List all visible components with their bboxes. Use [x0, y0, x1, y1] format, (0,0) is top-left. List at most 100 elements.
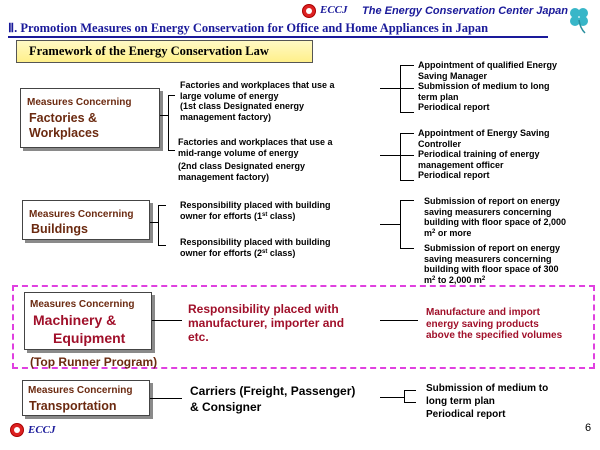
factories-result-1-tick-bottom: [400, 112, 414, 113]
transportation-label-big: Transportation: [29, 399, 117, 413]
header-logo-text: ECCJ: [320, 4, 348, 16]
transportation-result-bracket: [404, 390, 405, 402]
factories-item-2-line3: (2nd class Designated energy: [178, 161, 306, 171]
factories-result-2-tick-bottom: [400, 180, 414, 181]
factories-bracket-bottom: [168, 150, 175, 151]
transportation-result-line3: Periodical report: [426, 409, 506, 420]
buildings-result-1: Submission of report on energy saving me…: [424, 196, 566, 238]
machinery-item: Responsibility placed with manufacturer,…: [188, 302, 344, 344]
transportation-result-line1: Submission of medium to: [426, 383, 549, 394]
factories-category-box: Measures Concerning Factories & Workplac…: [20, 88, 160, 148]
factories-result-2: Appointment of Energy Saving Controller …: [418, 128, 550, 181]
top-runner-highlight-frame: [12, 285, 595, 369]
buildings-result-2-line2: saving measurers concerning: [424, 253, 552, 264]
factories-connector: [160, 115, 168, 116]
machinery-item-line3: etc.: [188, 330, 209, 344]
buildings-result-2-sup2: 2: [481, 275, 486, 282]
machinery-item-line1: Responsibility placed with: [188, 302, 339, 316]
organization-name: The Energy Conservation Center Japan: [362, 5, 568, 17]
buildings-result-1-line4-post: or more: [435, 227, 472, 238]
factories-result-2-tick-top: [400, 133, 414, 134]
buildings-result-tick-bottom: [400, 248, 414, 249]
clover-icon: [570, 8, 588, 34]
machinery-result-line1: Manufacture and import: [426, 307, 540, 318]
factories-bracket-top: [168, 95, 175, 96]
buildings-item-2: Responsibility placed with building owne…: [180, 237, 331, 258]
buildings-item-2-line1: Responsibility placed with building: [180, 237, 331, 247]
buildings-item-2-line2: owner for efforts (2st class): [180, 248, 331, 259]
buildings-result-1-line4-pre: m: [424, 227, 433, 238]
machinery-category-box: Measures Concerning Machinery & Equipmen…: [24, 292, 152, 350]
buildings-result-tick-top: [400, 200, 414, 201]
factories-item-1-line1: Factories and workplaces that use a: [180, 80, 335, 90]
framework-banner: Framework of the Energy Conservation Law: [16, 40, 313, 63]
buildings-connector: [150, 222, 158, 223]
machinery-label-line1: Machinery &: [33, 312, 117, 328]
factories-item-2-line4: management factory): [178, 171, 270, 182]
machinery-connector: [152, 320, 182, 321]
factories-item-1-line4: management factory): [180, 111, 272, 122]
title-underline: [8, 36, 548, 38]
buildings-result-1-line3: building with floor space of 2,000: [424, 217, 567, 227]
factories-result-1-tick-top: [400, 65, 414, 66]
buildings-item-2-sup: st: [262, 248, 268, 255]
factories-result-2-line2: Controller: [418, 138, 462, 149]
footer-logo-text: ECCJ: [28, 424, 56, 436]
transportation-result-arrow: [380, 397, 404, 398]
transportation-result-tick-bottom: [404, 402, 416, 403]
factories-result-1-tick-mid: [400, 88, 414, 89]
buildings-result-2-line4: m2 to 2,000 m2: [424, 275, 560, 286]
machinery-result-arrow: [380, 320, 418, 321]
top-runner-program-label: (Top Runner Program): [30, 355, 158, 369]
factories-label-line2: Workplaces: [29, 126, 99, 140]
buildings-label-small: Measures Concerning: [29, 209, 134, 220]
buildings-result-2-line4-pre: m: [424, 274, 433, 285]
buildings-result-2: Submission of report on energy saving me…: [424, 243, 560, 285]
factories-result-2-line1: Appointment of Energy Saving: [418, 128, 550, 138]
page-title: Ⅱ. Promotion Measures on Energy Conserva…: [8, 21, 489, 35]
machinery-result-line3: above the specified volumes: [426, 330, 563, 341]
buildings-result-2-line4-mid: to 2,000 m: [435, 274, 482, 285]
buildings-result-bracket: [400, 200, 401, 248]
transportation-result-line2: long term plan: [426, 396, 495, 407]
transportation-item: Carriers (Freight, Passenger) & Consigne…: [190, 384, 355, 414]
factories-label-line1: Factories &: [29, 111, 98, 125]
factories-result-2-line3: Periodical training of energy: [418, 149, 540, 159]
eccj-logo-icon: [302, 4, 316, 18]
factories-item-2: Factories and workplaces that use a mid-…: [178, 137, 333, 182]
factories-label-small: Measures Concerning: [27, 97, 132, 108]
machinery-result-line2: energy saving products: [426, 318, 539, 330]
transportation-result-tick-top: [404, 390, 416, 391]
factories-result-2-line5: Periodical report: [418, 170, 490, 180]
factories-item-1-line2: large volume of energy: [180, 90, 279, 101]
buildings-item-1-line2-post: class): [267, 210, 296, 221]
buildings-result-1-line4: m2 or more: [424, 228, 566, 239]
transportation-label-small: Measures Concerning: [28, 385, 133, 396]
transportation-item-line2: & Consigner: [190, 400, 262, 414]
transportation-item-line1: Carriers (Freight, Passenger): [190, 384, 356, 398]
factories-item-2-line2: mid-range volume of energy: [178, 147, 299, 158]
buildings-result-1-line2: saving measurers concerning: [424, 206, 552, 217]
machinery-label-line2: Equipment: [53, 330, 126, 346]
factories-result-1-line5: Periodical report: [418, 102, 490, 112]
buildings-item-2-line2-pre: owner for efforts (2: [180, 247, 263, 258]
buildings-result-1-sup: 2: [432, 228, 436, 235]
factories-result-1-line2: Saving Manager: [418, 70, 488, 81]
buildings-item-2-line2-post: class): [267, 247, 296, 258]
transportation-connector: [150, 398, 182, 399]
buildings-result-1-line1: Submission of report on energy: [424, 196, 561, 206]
factories-result-1-line3: Submission of medium to long: [418, 81, 550, 91]
factories-item-2-line1: Factories and workplaces that use a: [178, 137, 333, 147]
buildings-item-1-line1: Responsibility placed with building: [180, 200, 331, 210]
factories-item-1: Factories and workplaces that use a larg…: [180, 80, 335, 122]
buildings-item-1-sup: st: [262, 211, 268, 218]
factories-result-2-line4: management officer: [418, 159, 504, 170]
buildings-label-big: Buildings: [31, 222, 88, 236]
buildings-result-arrow: [380, 224, 400, 225]
factories-bracket: [168, 95, 169, 150]
machinery-label-small: Measures Concerning: [30, 299, 135, 310]
transportation-category-box: Measures Concerning Transportation: [22, 380, 150, 416]
buildings-item-1-line2-pre: owner for efforts (1: [180, 210, 263, 221]
buildings-bracket-top: [158, 205, 166, 206]
buildings-item-1-line2: owner for efforts (1st class): [180, 211, 331, 222]
